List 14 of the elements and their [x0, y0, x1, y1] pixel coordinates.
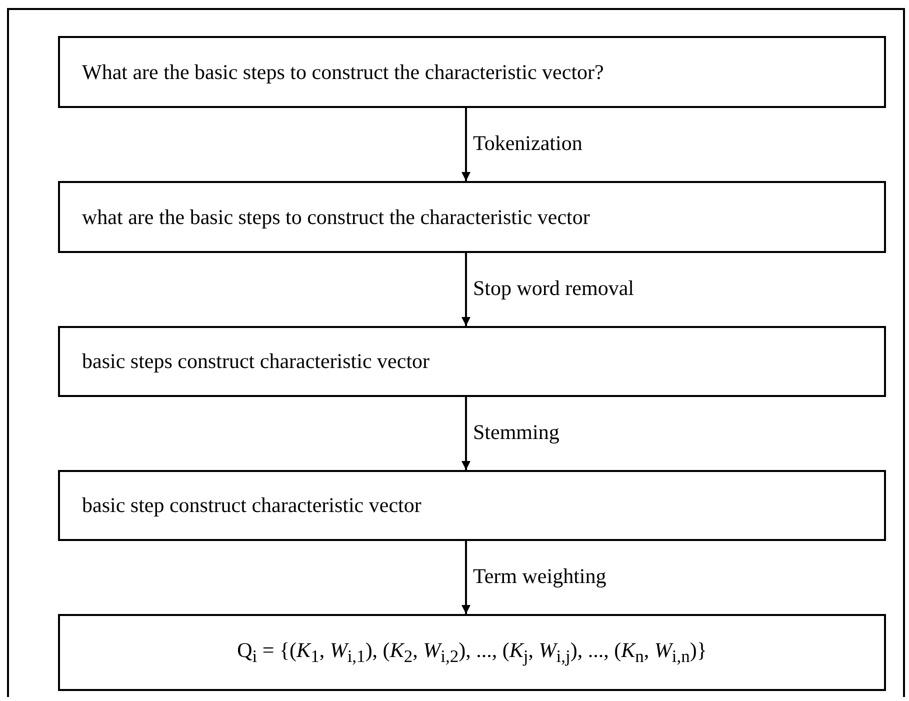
process-box [58, 614, 886, 691]
process-box [58, 36, 886, 108]
arrow [462, 253, 470, 326]
process-box [58, 470, 886, 541]
box-text: what are the basic steps to construct the characteristic vector [82, 204, 590, 230]
process-box [58, 326, 886, 397]
box-text: basic steps construct characteristic vector [82, 349, 430, 374]
arrow [462, 541, 470, 614]
arrow [462, 397, 470, 470]
process-box [58, 181, 886, 253]
box-text: What are the basic steps to construct the characteristic vector? [82, 60, 604, 84]
box-text: basic step construct characteristic vector [82, 493, 422, 518]
box-text: Q$_{i}$ = {(K$_{1}$, W$_{i,1}$), (K$_{2}$, W$_{i,2}$), ..., (K$_{j}$, W$_{i,j}$), ..., (K$_{n}$, W$_{i,n}$)} [237, 638, 707, 668]
arrow [462, 108, 470, 181]
